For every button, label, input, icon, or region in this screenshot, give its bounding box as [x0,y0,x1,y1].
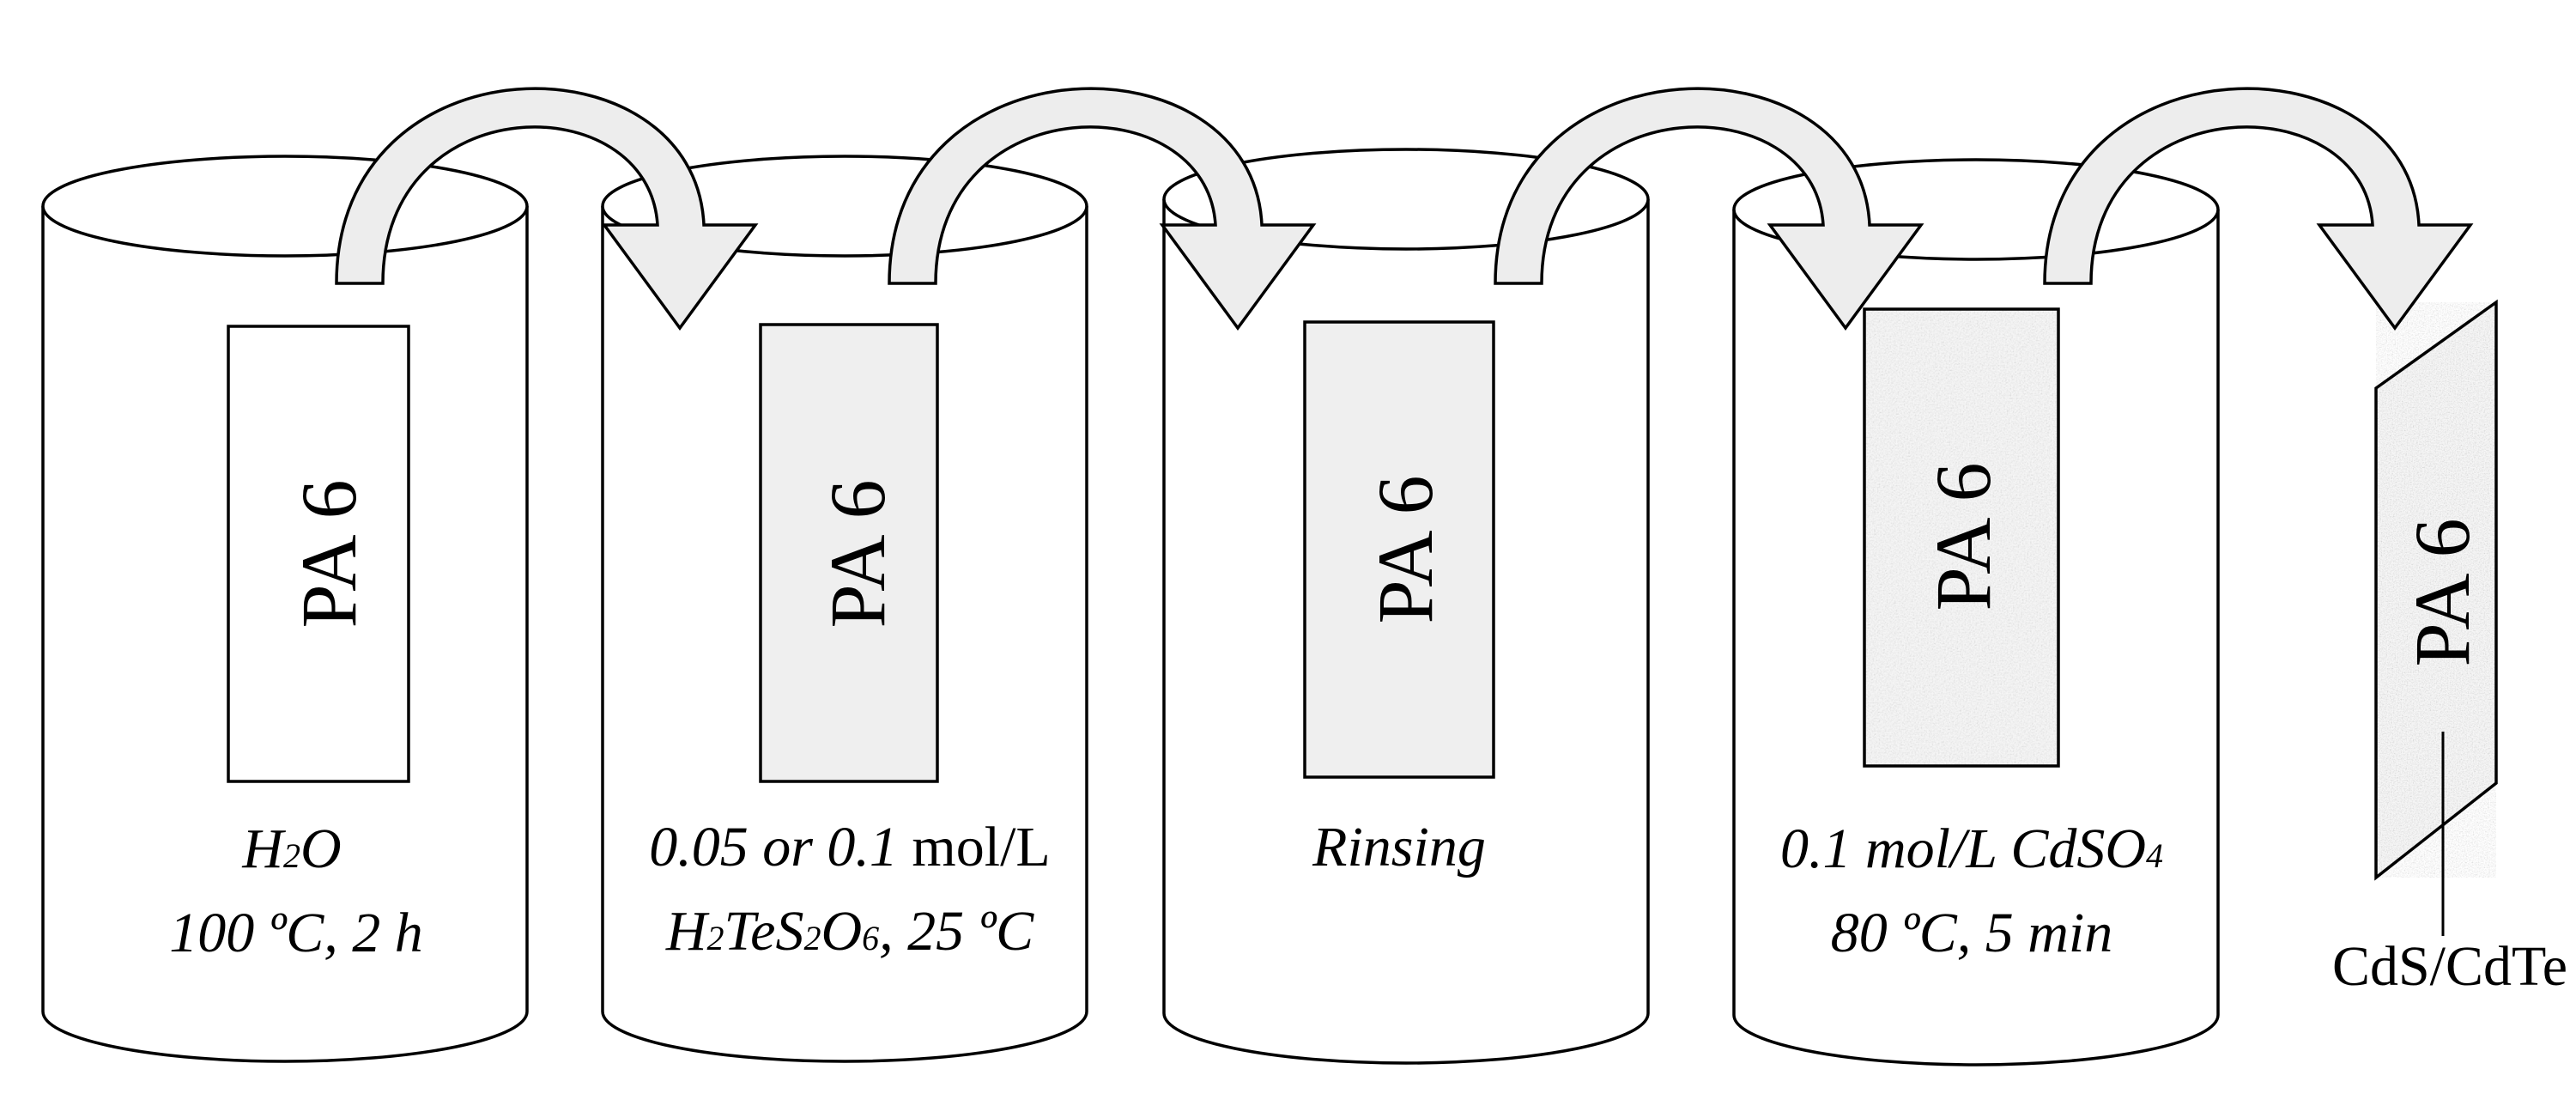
product-sheet [2374,299,2498,881]
sample-strip-4 [1863,307,2060,768]
beaker-1: PA 6 H2O 100 ºC, 2 h [41,155,529,1063]
sample-label-4: PA 6 [1919,462,2007,611]
beaker-4-condition-line2: 80 ºC, 5 min [1831,902,2113,964]
transfer-arrow-2 [888,87,1317,331]
beaker-1-condition-line2: 100 ºC, 2 h [169,902,423,964]
beaker-2-condition-line1: 0.05 or 0.1 mol/L [649,816,1051,878]
transfer-arrow-4 [2043,87,2474,331]
final-product: PA 6 CdS/CdTe [2332,299,2567,998]
beaker-1-condition-line1: H2O [241,817,341,880]
product-sample-label: PA 6 [2398,518,2486,666]
beaker-4-condition-line1: 0.1 mol/L CdSO4 [1780,817,2163,880]
product-label: CdS/CdTe [2332,935,2567,998]
sample-label-2: PA 6 [814,479,901,628]
beaker-2-condition-line2: H2TeS2O6, 25 ºC [665,900,1034,963]
sample-strip-3 [1303,320,1495,779]
beaker-1-rim [41,155,529,258]
beaker-3-condition-line1: Rinsing [1312,816,1486,878]
beaker-4: PA 6 0.1 mol/L CdSO4 80 ºC, 5 min [1732,158,2220,1066]
sample-label-3: PA 6 [1361,475,1449,623]
sample-strip-1 [227,325,410,783]
beaker-3: PA 6 Rinsing [1162,148,1650,1065]
sample-label-1: PA 6 [285,479,373,628]
transfer-arrow-3 [1494,87,1924,331]
sample-strip-2 [759,323,939,783]
transfer-arrow-1 [335,87,759,331]
